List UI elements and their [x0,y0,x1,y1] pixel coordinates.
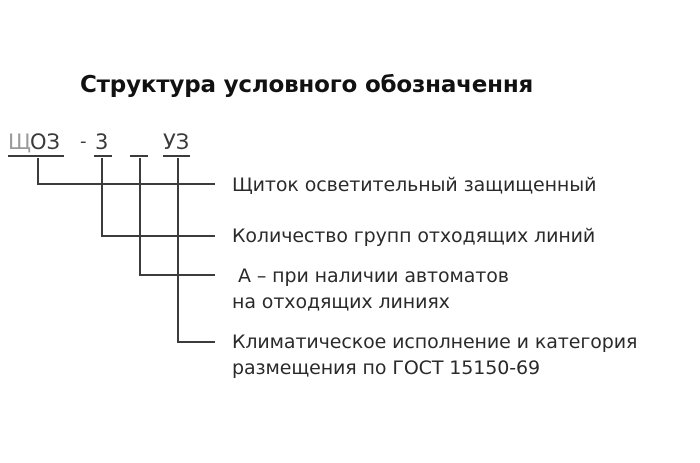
legend-item-3-line-2: на отходящих линиях [232,291,450,313]
connector-4 [177,158,215,343]
legend-item-3-line-1: А – при наличии автоматов [238,265,509,287]
legend-item-4-line-2: размещения по ГОСТ 15150-69 [232,357,540,379]
legend-item-1-line-1: Щиток осветительный защищенный [232,174,597,196]
legend-item-2-line-1: Количество групп отходящих линий [232,225,596,247]
code-prefix: ОЗ [30,130,60,154]
connector-1 [37,158,215,185]
code-suffix: УЗ [163,130,190,154]
code-separator: - [80,131,87,152]
connector-2 [101,158,215,237]
code-prefix-faded: Щ [8,130,31,154]
diagram-title: Структура условного обозначення [80,72,534,98]
connector-3 [139,158,215,276]
code-number: 3 [95,130,109,154]
legend-item-4-line-1: Климатическое исполнение и категория [232,331,638,353]
